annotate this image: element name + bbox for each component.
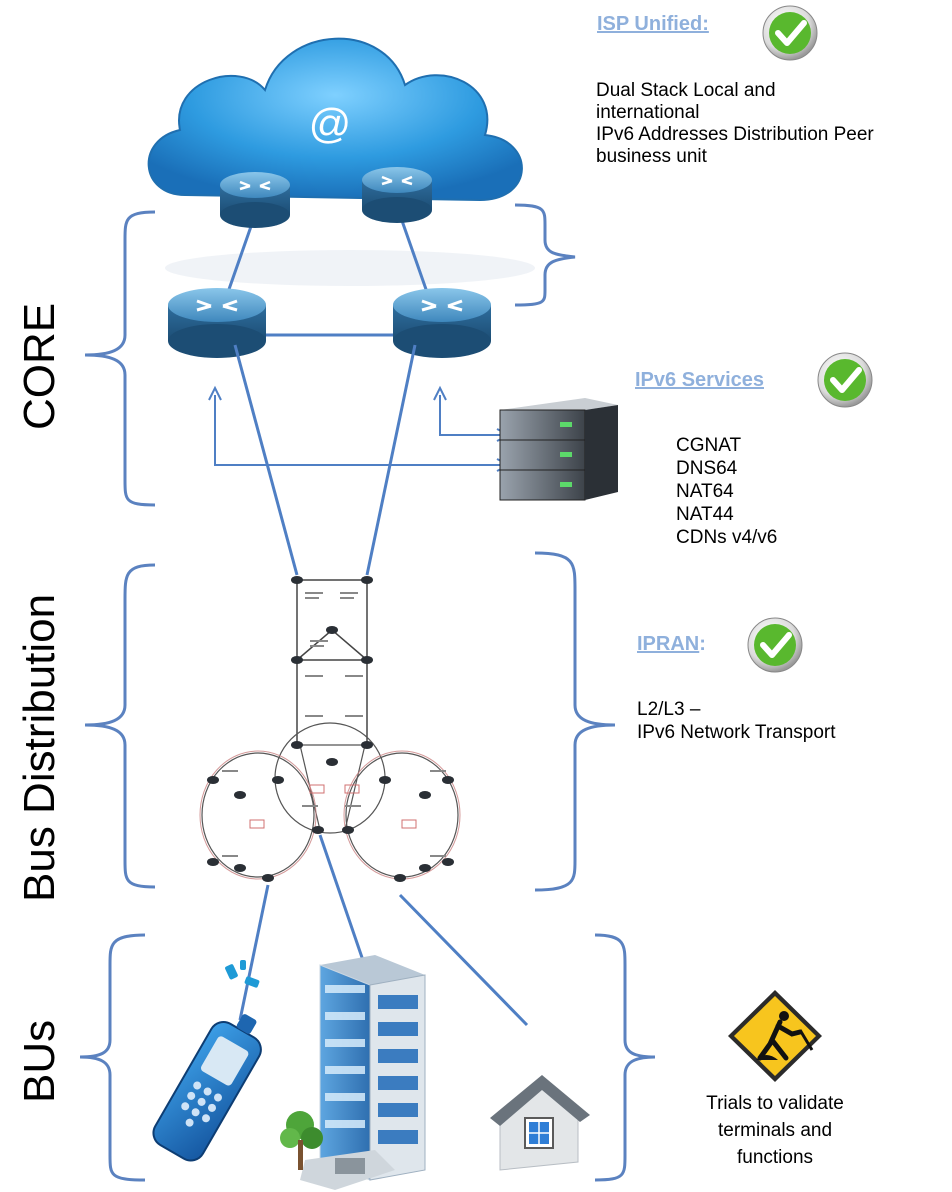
check-icon	[817, 352, 873, 408]
ipv6-services-heading: IPv6 Services	[635, 369, 764, 391]
core-label: CORE	[15, 302, 64, 430]
check-icon	[747, 617, 803, 673]
signal-waves	[225, 960, 260, 988]
service-item: CDNs v4/v6	[676, 527, 778, 548]
router-icon	[362, 167, 432, 223]
service-item: NAT64	[676, 481, 734, 502]
trials-line: Trials to validate	[706, 1093, 844, 1114]
bus-distribution-label: Bus Distribution	[15, 593, 64, 902]
construction-sign-icon	[728, 990, 822, 1082]
office-building-icon	[280, 955, 426, 1190]
ipran-colon: :	[699, 633, 706, 655]
access-links	[238, 834, 529, 1027]
isp-line: IPv6 Addresses Distribution Peer	[596, 124, 874, 145]
bus-units-bracket-left	[79, 933, 146, 1182]
service-item: NAT44	[676, 504, 734, 525]
ipran-heading: IPRAN:	[637, 633, 706, 656]
bus-units-bracket-right	[594, 933, 656, 1182]
router-icon	[168, 288, 266, 358]
isp-line: international	[596, 102, 700, 123]
ipv6-services-list: CGNAT DNS64 NAT64 NAT44 CDNs v4/v6	[676, 434, 777, 549]
isp-bracket	[514, 203, 576, 307]
isp-line: business unit	[596, 146, 707, 167]
ipran-line: L2/L3 –	[637, 699, 701, 720]
ipran-description: L2/L3 – IPv6 Network Transport	[637, 698, 836, 744]
service-arrows	[208, 385, 512, 472]
bus-bracket-left	[84, 563, 156, 889]
core-to-bus-links	[233, 344, 417, 576]
at-symbol: @	[309, 100, 352, 147]
server-icon	[499, 398, 618, 501]
trials-line: terminals and	[717, 1120, 833, 1141]
isp-unified-description: Dual Stack Local and international IPv6 …	[596, 80, 874, 168]
router-icon	[220, 172, 290, 228]
core-bracket	[84, 210, 156, 507]
router-icon	[393, 288, 491, 358]
cloud-icon: @	[147, 37, 523, 202]
bus-units-label: BUs	[15, 1019, 64, 1103]
check-icon	[762, 5, 818, 61]
ipran-topology	[199, 576, 461, 882]
isp-line: Dual Stack Local and	[596, 80, 776, 101]
service-item: CGNAT	[676, 435, 742, 456]
bus-bracket-right	[534, 551, 616, 892]
trials-description: Trials to validate terminals and functio…	[670, 1090, 880, 1171]
ipran-line: IPv6 Network Transport	[637, 722, 836, 743]
ipran-title: IPRAN	[637, 633, 700, 655]
service-item: DNS64	[676, 458, 738, 479]
house-icon	[490, 1075, 590, 1171]
mobile-phone-icon	[152, 1014, 262, 1162]
isp-unified-heading: ISP Unified:	[597, 13, 709, 35]
brackets	[79, 203, 656, 1182]
trials-line: functions	[736, 1147, 814, 1168]
